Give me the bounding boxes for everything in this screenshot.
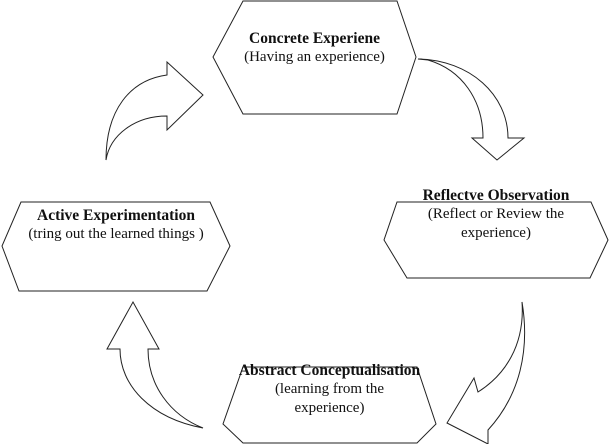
active-experimentation-label: Active Experimentation (tring out the le… xyxy=(2,206,230,244)
arrow-concrete-to-reflective xyxy=(417,58,526,161)
arrow-active-to-concrete xyxy=(105,60,204,161)
node-title: Reflectve Observation xyxy=(422,187,570,204)
node-title: Abstract Conceptualisation xyxy=(238,362,421,379)
node-subtitle: experience) xyxy=(461,225,531,241)
abstract-conceptualisation-label: Abstract Conceptualisation (learning fro… xyxy=(223,361,436,418)
node-subtitle: (Reflect or Review the xyxy=(427,206,565,222)
node-title: Active Experimentation xyxy=(37,207,195,224)
node-subtitle: (learning from the xyxy=(274,381,385,397)
arrow-abstract-to-active xyxy=(106,300,204,429)
arrow-reflective-to-abstract xyxy=(446,301,526,444)
concrete-experience-hexagon xyxy=(212,0,417,115)
abstract-conceptualisation-hexagon xyxy=(222,366,437,444)
node-subtitle: (tring out the learned things ) xyxy=(28,226,204,242)
reflective-observation-label: Reflectve Observation (Reflect or Review… xyxy=(384,186,608,243)
active-experimentation-hexagon xyxy=(1,201,231,292)
node-title: Concrete Experiene xyxy=(249,30,380,47)
concrete-experience-label: Concrete Experiene (Having an experience… xyxy=(213,29,416,67)
reflective-observation-hexagon xyxy=(383,201,609,279)
node-subtitle: (Having an experience) xyxy=(244,49,385,65)
node-subtitle: experience) xyxy=(294,400,365,416)
